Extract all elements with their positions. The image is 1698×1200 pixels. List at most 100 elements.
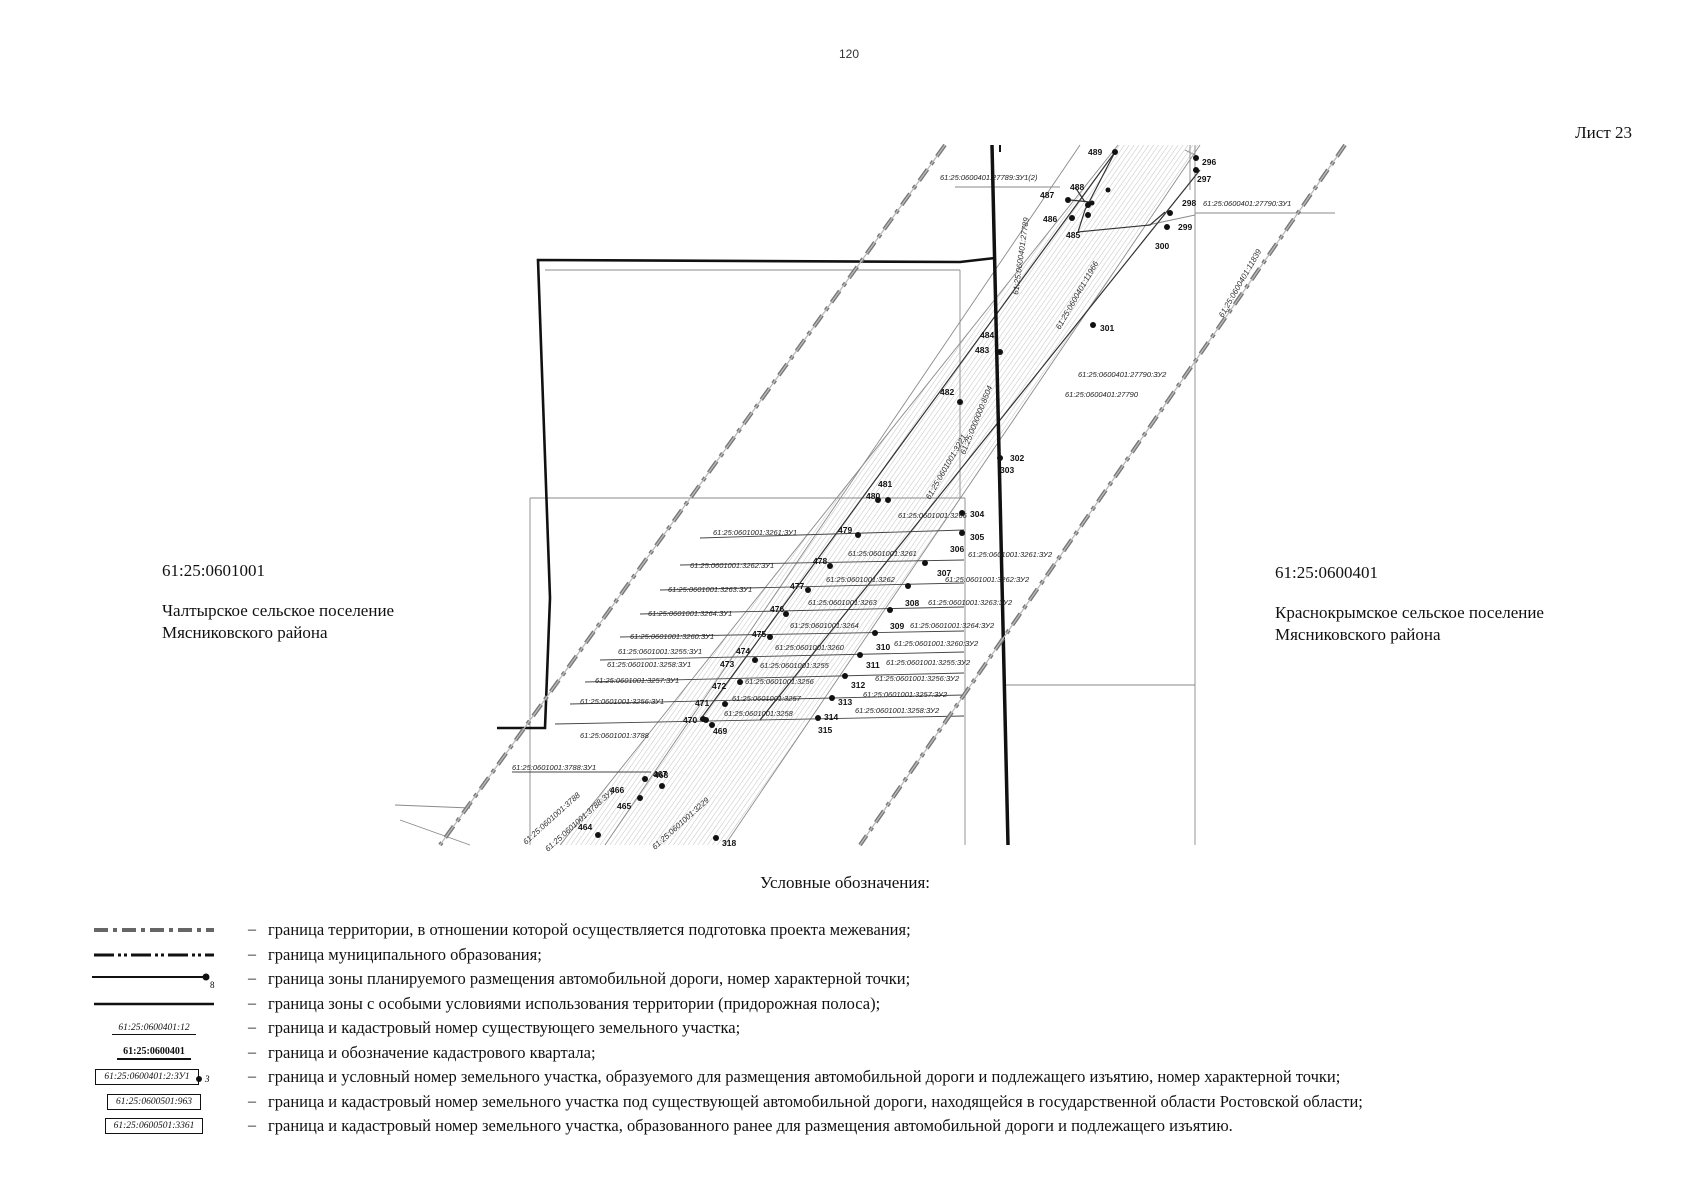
label-3258: 61:25:0601001:3258 bbox=[724, 709, 794, 718]
point-301: 301 bbox=[1100, 323, 1114, 333]
region-right: 61:25:0600401 Краснокрымское сельское по… bbox=[1275, 562, 1544, 646]
legend-item-road-zone: 8 – граница зоны планируемого размещения… bbox=[80, 967, 1680, 992]
legend-item-formed-parcel: 61:25:0600401:2:ЗУ1 3 – граница и условн… bbox=[80, 1065, 1680, 1090]
point-476: 476 bbox=[770, 604, 784, 614]
point-308: 308 bbox=[905, 598, 919, 608]
point-314: 314 bbox=[824, 712, 838, 722]
label-3264-zu1: 61:25:0601001:3264:ЗУ1 bbox=[648, 609, 732, 618]
point-475: 475 bbox=[752, 629, 766, 639]
label-3260-zu2: 61:25:0601001:3260:ЗУ2 bbox=[894, 639, 979, 648]
label-27790-zu1: 61:25:0600401:27790:ЗУ1 bbox=[1203, 199, 1291, 208]
municipal-boundary bbox=[497, 256, 996, 730]
symbol-existing-parcel: 61:25:0600401:12 bbox=[80, 1016, 228, 1040]
legend-title: Условные обозначения: bbox=[760, 873, 931, 892]
point-309: 309 bbox=[890, 621, 904, 631]
label-27790-zu2: 61:25:0600401:27790:ЗУ2 bbox=[1078, 370, 1167, 379]
label-3256: 61:25:0601001:3256 bbox=[745, 677, 815, 686]
label-3255-zu1: 61:25:0601001:3255:ЗУ1 bbox=[618, 647, 702, 656]
roadside-strip-line bbox=[990, 144, 1010, 846]
region-left-line1: Чалтырское сельское поселение bbox=[162, 601, 395, 620]
point-315: 315 bbox=[818, 725, 832, 735]
region-right-code: 61:25:0600401 bbox=[1275, 563, 1378, 582]
point-466: 466 bbox=[610, 785, 624, 795]
road-zone-boundary bbox=[699, 151, 1201, 721]
label-3255: 61:25:0601001:3255 bbox=[760, 661, 830, 670]
label-3264-zu2: 61:25:0601001:3264:ЗУ2 bbox=[910, 621, 995, 630]
point-479: 479 bbox=[838, 525, 852, 535]
point-482: 482 bbox=[940, 387, 954, 397]
symbol-formed-parcel: 61:25:0600401:2:ЗУ1 3 bbox=[80, 1065, 228, 1089]
label-3264: 61:25:0601001:3264 bbox=[790, 621, 859, 630]
legend-item-municipal: – граница муниципального образования; bbox=[80, 943, 1680, 968]
point-312: 312 bbox=[851, 680, 865, 690]
point-304: 304 bbox=[970, 509, 984, 519]
region-right-line2: Мясниковского района bbox=[1275, 625, 1441, 644]
point-469: 469 bbox=[713, 726, 727, 736]
point-296: 296 bbox=[1202, 157, 1216, 167]
label-3261-zu1: 61:25:0601001:3261:ЗУ1 bbox=[713, 528, 797, 537]
point-299: 299 bbox=[1178, 222, 1192, 232]
symbol-territory-boundary bbox=[80, 918, 228, 942]
symbol-existing-road-parcel: 61:25:0600501:963 bbox=[80, 1090, 228, 1114]
point-310: 310 bbox=[876, 642, 890, 652]
legend-item-existing-parcel: 61:25:0600401:12 – граница и кадастровый… bbox=[80, 1016, 1680, 1041]
label-3263-zu2: 61:25:0601001:3263:ЗУ2 bbox=[928, 598, 1013, 607]
legend-point-8: 8 bbox=[210, 980, 215, 989]
region-left-line2: Мясниковского района bbox=[162, 623, 328, 642]
legend-item-roadside: – граница зоны с особыми условиями испол… bbox=[80, 992, 1680, 1017]
point-489: 489 bbox=[1088, 147, 1102, 157]
label-3256-zu2: 61:25:0601001:3256:ЗУ2 bbox=[875, 674, 960, 683]
point-481: 481 bbox=[878, 479, 892, 489]
point-472: 472 bbox=[712, 681, 726, 691]
point-474: 474 bbox=[736, 646, 750, 656]
point-486a: 486 bbox=[1043, 214, 1057, 224]
label-27790: 61:25:0600401:27790 bbox=[1065, 390, 1139, 399]
point-468: 468 bbox=[654, 770, 668, 780]
legend-point-3: 3 bbox=[204, 1074, 210, 1084]
point-484a: 484 bbox=[980, 330, 994, 340]
label-3258-zu1: 61:25:0601001:3258:ЗУ1 bbox=[607, 660, 691, 669]
label-3261: 61:25:0601001:3261 bbox=[848, 549, 917, 558]
label-3260-zu1: 61:25:0601001:3260:ЗУ1 bbox=[630, 632, 714, 641]
point-313: 313 bbox=[838, 697, 852, 707]
point-300: 300 bbox=[1155, 241, 1169, 251]
label-3788-zu1: 61:25:0601001:3788:ЗУ1 bbox=[512, 763, 596, 772]
characteristic-points bbox=[595, 149, 1199, 841]
label-3263-zu1: 61:25:0601001:3263:ЗУ1 bbox=[668, 585, 752, 594]
symbol-municipal-boundary bbox=[80, 943, 228, 967]
label-3262-zu2: 61:25:0601001:3262:ЗУ2 bbox=[945, 575, 1030, 584]
point-305: 305 bbox=[970, 532, 984, 542]
point-478: 478 bbox=[813, 556, 827, 566]
point-302: 302 bbox=[1010, 453, 1024, 463]
page-number: 120 bbox=[838, 47, 860, 61]
label-3260: 61:25:0601001:3260 bbox=[775, 643, 845, 652]
symbol-roadside bbox=[80, 992, 228, 1016]
symbol-road-zone: 8 bbox=[80, 967, 228, 991]
sheet-label: Лист 23 bbox=[1575, 123, 1632, 142]
point-307: 307 bbox=[937, 568, 951, 578]
legend: – граница территории, в отношении которо… bbox=[80, 918, 1680, 1139]
point-485: 485 bbox=[1066, 230, 1080, 240]
symbol-quarter: 61:25:0600401 bbox=[80, 1041, 228, 1065]
region-left-code: 61:25:0601001 bbox=[162, 561, 265, 580]
label-3788: 61:25:0601001:3788 bbox=[580, 731, 650, 740]
legend-item-earlier-parcel: 61:25:0600501:3361 – граница и кадастров… bbox=[80, 1114, 1680, 1139]
point-470: 470 bbox=[683, 715, 697, 725]
label-3257: 61:25:0601001:3257 bbox=[732, 694, 802, 703]
strip-lines bbox=[512, 529, 965, 773]
point-297: 297 bbox=[1197, 174, 1211, 184]
legend-item-quarter: 61:25:0600401 – граница и обозначение ка… bbox=[80, 1041, 1680, 1066]
cadastral-map: 489 296 297 298 299 300 488 487 486 485 … bbox=[394, 143, 1347, 853]
region-right-line1: Краснокрымское сельское поселение bbox=[1275, 603, 1544, 622]
point-303: 303 bbox=[1000, 465, 1014, 475]
label-3258-zu2: 61:25:0601001:3258:ЗУ2 bbox=[855, 706, 940, 715]
label-3261-zu2: 61:25:0601001:3261:ЗУ2 bbox=[968, 550, 1053, 559]
region-left: 61:25:0601001 Чалтырское сельское поселе… bbox=[162, 560, 394, 644]
point-483: 483 bbox=[975, 345, 989, 355]
label-3266: 61:25:0601001:3266 bbox=[898, 511, 968, 520]
point-311: 311 bbox=[866, 660, 880, 670]
label-27789-zu1-2: 61:25:0600401:27789:ЗУ1(2) bbox=[940, 173, 1038, 182]
point-487: 487 bbox=[1040, 190, 1054, 200]
parcel-lines bbox=[394, 144, 1335, 846]
label-3263: 61:25:0601001:3263 bbox=[808, 598, 878, 607]
